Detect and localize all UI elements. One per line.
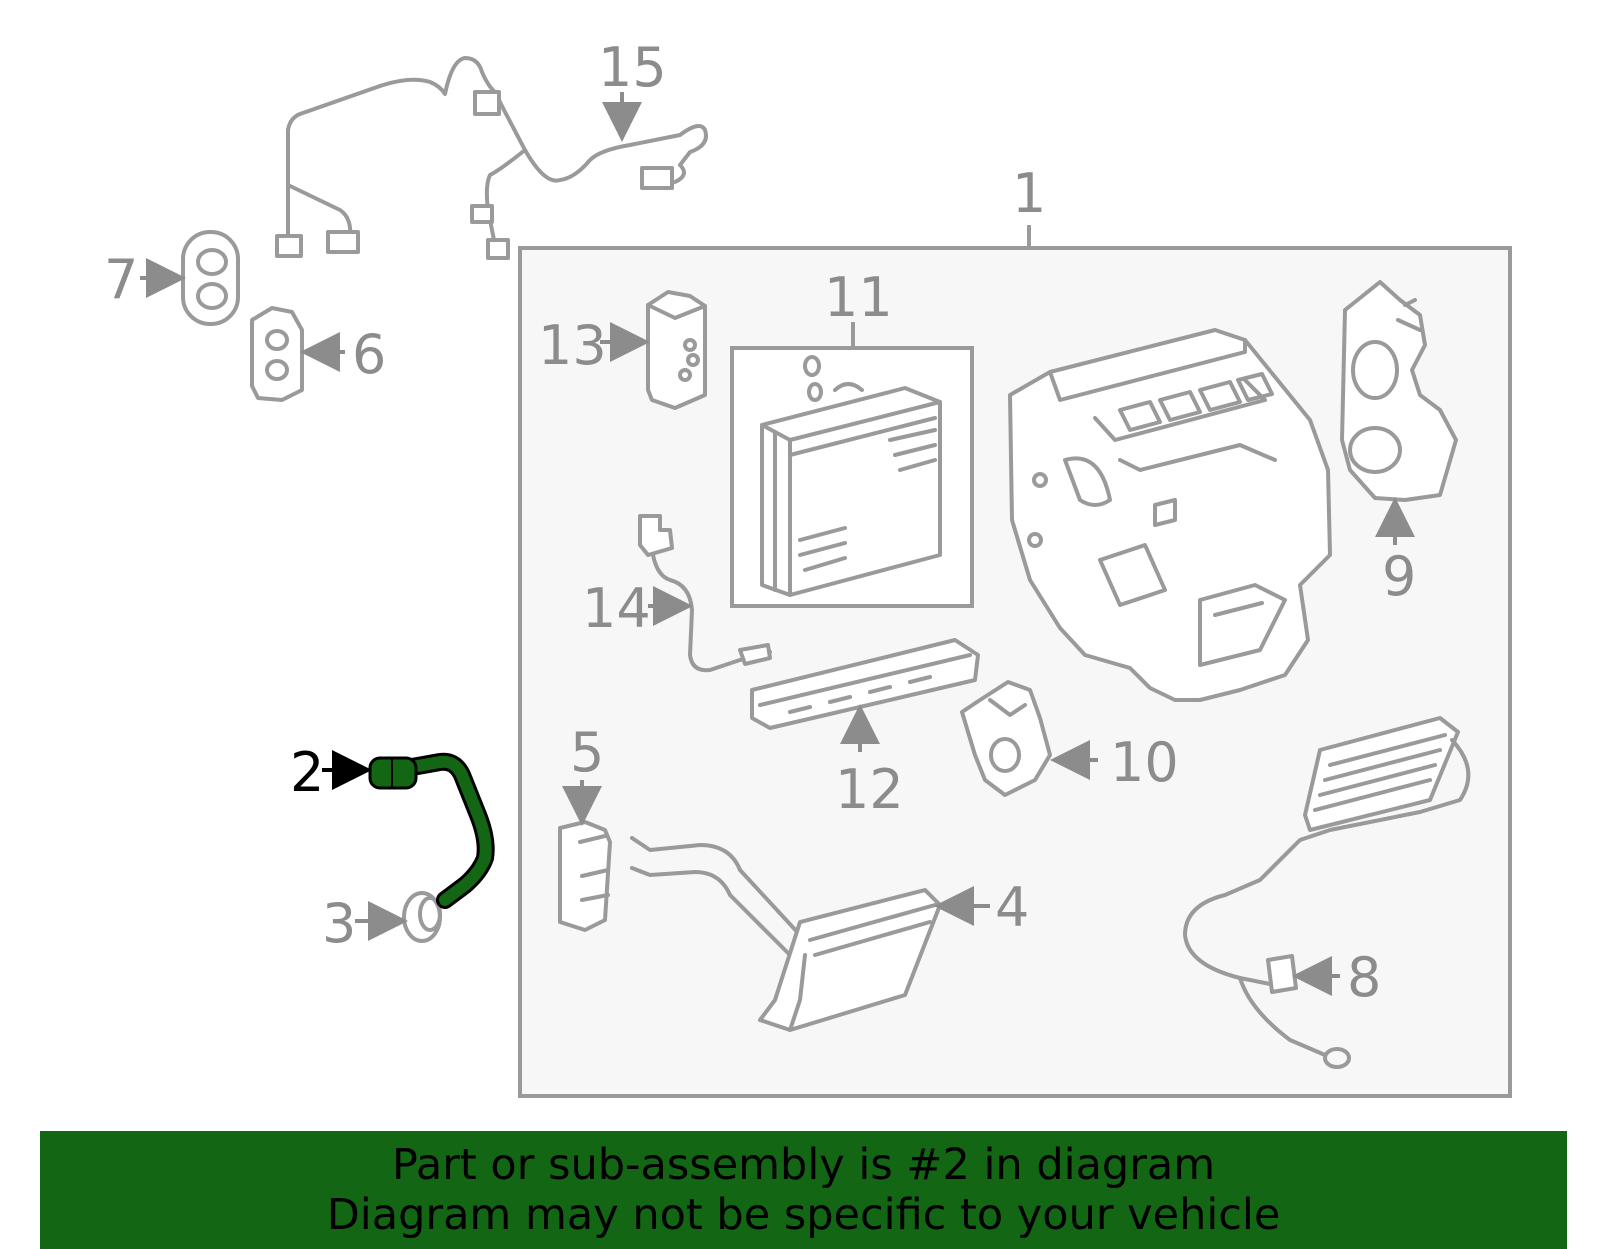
part-3-grommet [402, 891, 442, 943]
part-4-heater-core [630, 836, 942, 1032]
info-banner: Part or sub-assembly is #2 in diagram Di… [40, 1131, 1567, 1249]
label-11: 11 [824, 266, 893, 329]
part-7-grommet [181, 230, 240, 326]
part-9-blower-motor [1340, 280, 1458, 502]
label-1: 1 [1012, 162, 1046, 225]
part-hvac-case [1008, 328, 1332, 702]
part-12-case-cover [750, 638, 980, 730]
label-10: 10 [1110, 731, 1179, 794]
part-2-drain-hose [368, 752, 495, 909]
label-14: 14 [582, 577, 651, 640]
part-13-expansion-valve [646, 290, 707, 410]
label-6: 6 [352, 323, 386, 386]
label-7: 7 [104, 248, 138, 311]
label-12: 12 [835, 758, 904, 821]
label-8: 8 [1347, 946, 1381, 1009]
label-4: 4 [995, 876, 1029, 939]
label-5: 5 [570, 721, 604, 784]
part-15-wiring-harness [275, 56, 708, 260]
part-6-seal-plate [250, 306, 304, 402]
part-11-evaporator [760, 355, 942, 597]
label-15: 15 [598, 36, 667, 99]
part-8-ptc-heater [1183, 716, 1471, 1069]
label-3: 3 [322, 892, 356, 955]
label-13: 13 [538, 314, 607, 377]
label-9: 9 [1382, 545, 1416, 608]
banner-line-2: Diagram may not be specific to your vehi… [326, 1190, 1281, 1240]
banner-line-1: Part or sub-assembly is #2 in diagram [391, 1140, 1216, 1190]
part-5-bracket [558, 820, 612, 932]
label-2: 2 [290, 741, 324, 804]
